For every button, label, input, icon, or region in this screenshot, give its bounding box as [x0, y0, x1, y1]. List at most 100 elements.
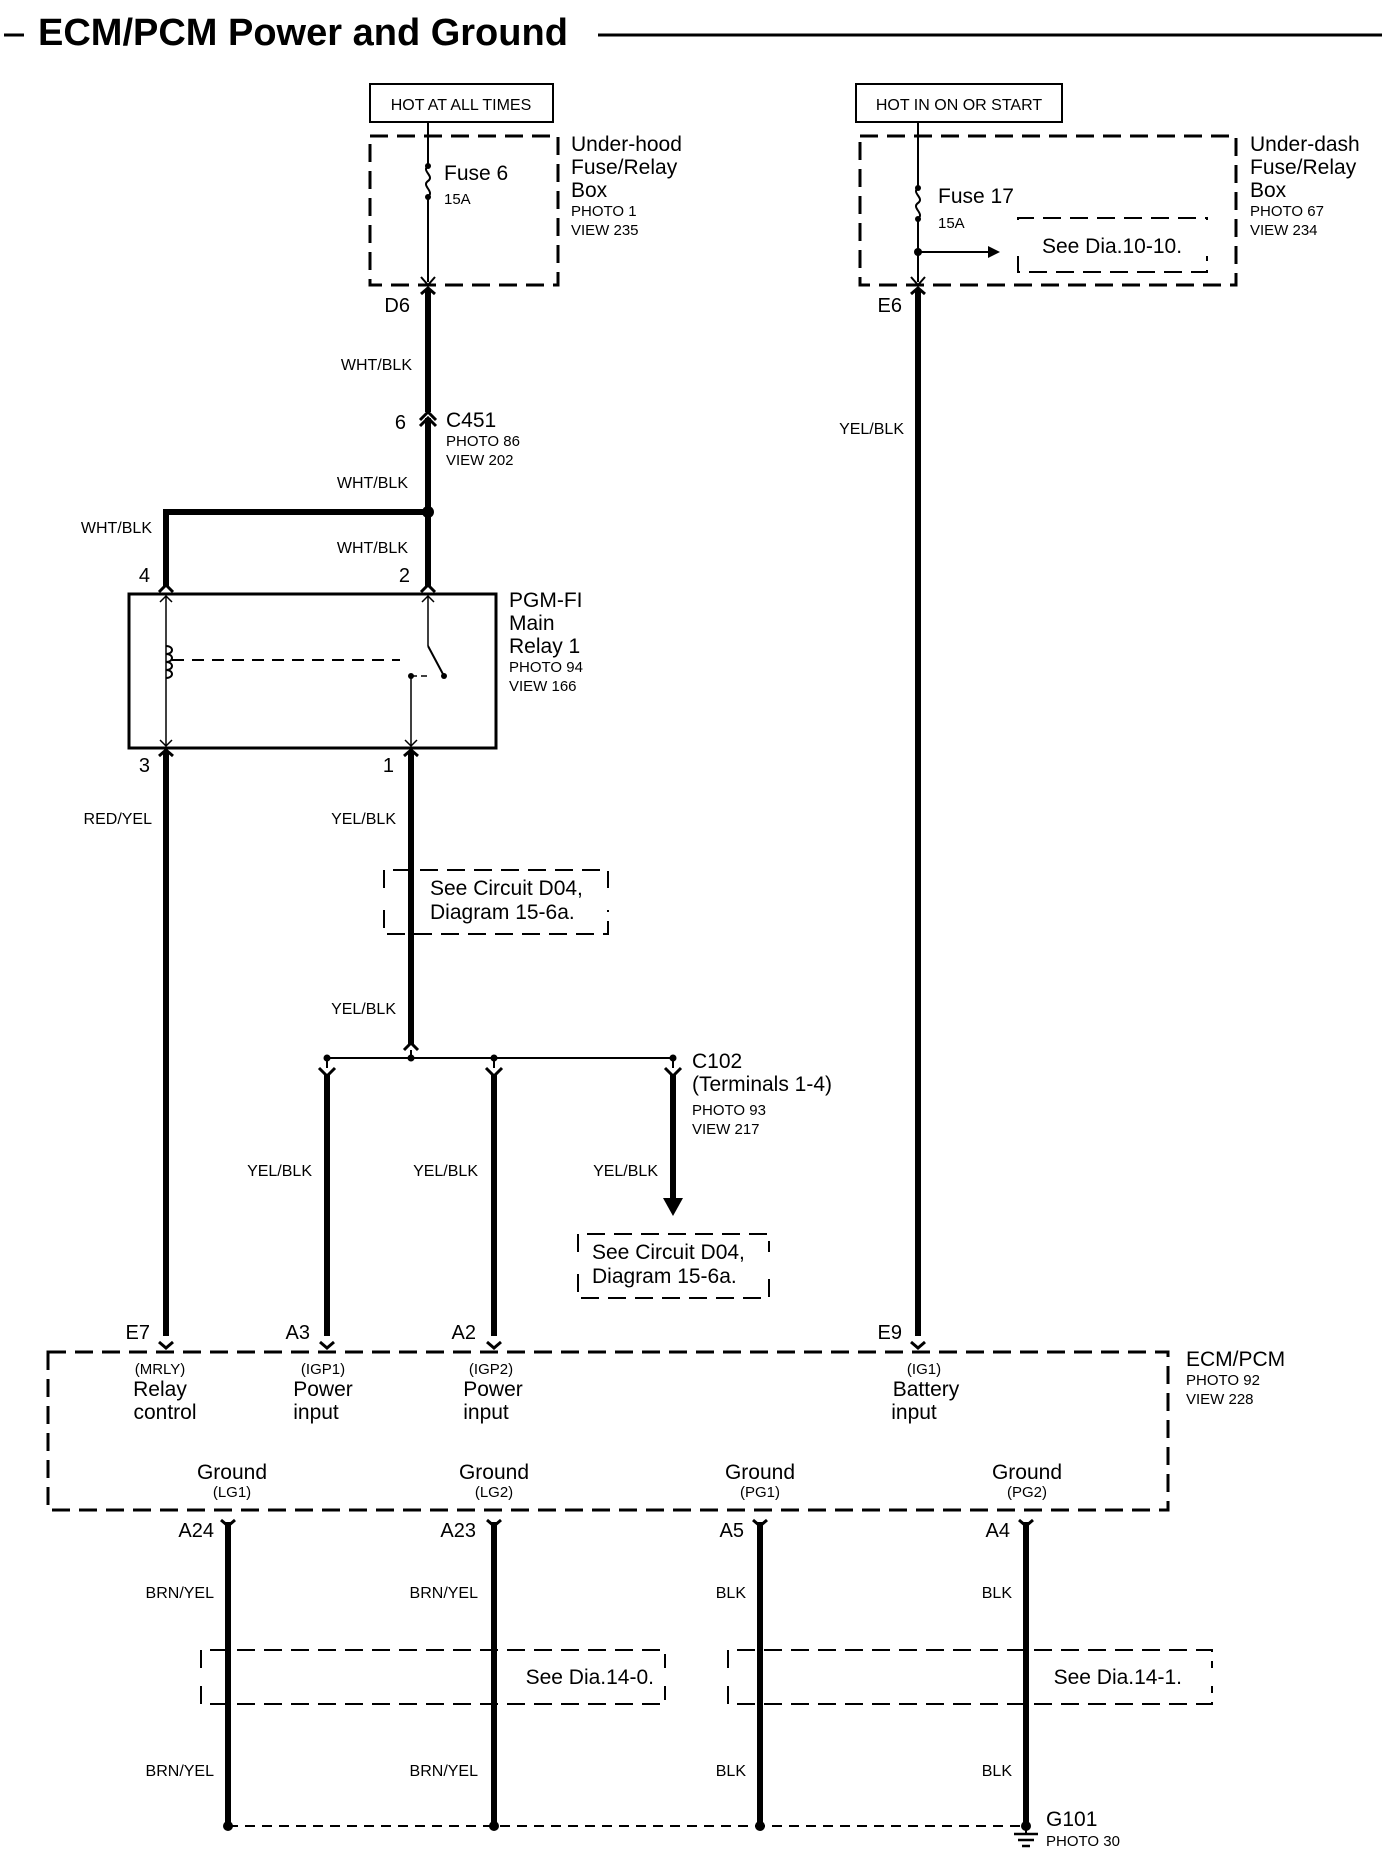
see-dia-10-10-box: [1017, 217, 1208, 273]
see-circuit-d04-2-line2: Diagram 15-6a.: [592, 1265, 737, 1288]
underhood-fuse-box: [368, 134, 560, 287]
ground-wire-pg1: [752, 1518, 768, 1831]
wire-label-yel-blk-4: YEL/BLK: [413, 1163, 478, 1180]
c451-photo: PHOTO 86: [446, 433, 520, 450]
wire-label-brn-yel-2: BRN/YEL: [410, 1585, 479, 1602]
ecm-pin-a23: A23: [440, 1520, 476, 1542]
c102-splice-icon: [317, 1040, 683, 1079]
relay-pin-4: 4: [139, 565, 150, 587]
hot-at-all-times-box: [369, 83, 554, 123]
underdash-box-photo: PHOTO 67: [1250, 203, 1324, 220]
hot-at-all-times-label: HOT AT ALL TIMES: [391, 97, 532, 114]
c102-photo: PHOTO 93: [692, 1102, 766, 1119]
relay-name-3: Relay 1: [509, 635, 580, 658]
ground-wire-lg1: [220, 1518, 236, 1831]
underhood-box-name-2: Fuse/Relay: [571, 156, 678, 179]
ecm-pin-a3: A3: [286, 1322, 310, 1344]
yel-blk-relay-out-wire: [403, 748, 419, 1045]
underhood-box-view: VIEW 235: [571, 222, 639, 239]
relay-name-1: PGM-FI: [509, 589, 583, 612]
wire-label-yel-blk-3: YEL/BLK: [247, 1163, 312, 1180]
relay-internal-icon: [159, 594, 447, 748]
relay-feed-junction: [157, 506, 437, 594]
wire-label-wht-blk-3: WHT/BLK: [81, 520, 152, 537]
ecm-ground-lg2-label: Ground: [459, 1461, 529, 1484]
see-dia-14-1-label: See Dia.14-1.: [1054, 1666, 1182, 1689]
hot-in-on-or-start-label: HOT IN ON OR START: [876, 97, 1042, 114]
ground-wire-pg2: [1018, 1518, 1034, 1831]
yel-blk-ig1-wire: [910, 286, 926, 1350]
ecm-label-battery: Battery: [893, 1378, 960, 1401]
ground-symbol-icon: [1014, 1826, 1038, 1848]
ecm-label-power-2: Power: [463, 1378, 523, 1401]
see-dia-10-10-label: See Dia.10-10.: [1042, 235, 1182, 258]
relay-pin-2: 2: [399, 565, 410, 587]
ecm-pcm-name: ECM/PCM: [1186, 1348, 1285, 1371]
c451-connector-icon: [418, 409, 438, 512]
relay-pin-1: 1: [383, 755, 394, 777]
see-circuit-d04-1-line1: See Circuit D04,: [430, 877, 583, 900]
fuse-6-icon: [420, 136, 436, 287]
see-circuit-d04-box-1: [383, 869, 609, 935]
wire-label-wht-blk-2: WHT/BLK: [337, 475, 408, 492]
wire-label-blk-4: BLK: [982, 1763, 1013, 1780]
see-dia-14-0-label: See Dia.14-0.: [526, 1666, 654, 1689]
see-dia-14-1-box: [727, 1649, 1213, 1705]
ecm-ground-pg2-label: Ground: [992, 1461, 1062, 1484]
underhood-box-name-3: Box: [571, 179, 608, 202]
relay-name-2: Main: [509, 612, 555, 635]
wire-label-yel-blk-1: YEL/BLK: [331, 811, 396, 828]
fuse-6-rating: 15A: [444, 191, 471, 208]
wire-label-red-yel: RED/YEL: [84, 811, 153, 828]
ecm-signal-ig1: (IG1): [907, 1361, 941, 1378]
c451-name: C451: [446, 409, 496, 432]
ecm-pin-a24: A24: [178, 1520, 214, 1542]
see-dia-14-0-box: [200, 1649, 666, 1705]
see-circuit-d04-box-2: [577, 1233, 770, 1299]
underdash-box-view: VIEW 234: [1250, 222, 1318, 239]
ecm-label-input-2: input: [463, 1401, 509, 1424]
ecm-pcm-box: [46, 1350, 1170, 1512]
wire-label-yel-blk-6: YEL/BLK: [839, 421, 904, 438]
hot-in-on-or-start-box: [855, 83, 1063, 123]
ecm-label-input-3: input: [891, 1401, 937, 1424]
wire-label-yel-blk-2: YEL/BLK: [331, 1001, 396, 1018]
ecm-pcm-photo: PHOTO 92: [1186, 1372, 1260, 1389]
ecm-ground-lg2-signal: (LG2): [475, 1484, 513, 1501]
wire-label-brn-yel-3: BRN/YEL: [146, 1763, 215, 1780]
wire-label-wht-blk-1: WHT/BLK: [341, 357, 412, 374]
ecm-label-relay: Relay: [133, 1378, 187, 1401]
ecm-signal-mrly: (MRLY): [135, 1361, 186, 1378]
ecm-pcm-view: VIEW 228: [1186, 1391, 1254, 1408]
wire-label-blk-1: BLK: [716, 1585, 747, 1602]
wire-label-brn-yel-1: BRN/YEL: [146, 1585, 215, 1602]
ecm-ground-lg1-label: Ground: [197, 1461, 267, 1484]
ecm-ground-lg1-signal: (LG1): [213, 1484, 251, 1501]
fuse-17-rating: 15A: [938, 215, 965, 232]
wire-label-brn-yel-4: BRN/YEL: [410, 1763, 479, 1780]
c102-view: VIEW 217: [692, 1121, 760, 1138]
ecm-label-input-1: input: [293, 1401, 339, 1424]
ecm-ground-pg2-signal: (PG2): [1007, 1484, 1047, 1501]
fuse-17-icon: [910, 136, 1000, 287]
ground-wire-lg2: [486, 1518, 502, 1831]
underdash-box-name-2: Fuse/Relay: [1250, 156, 1357, 179]
ecm-signal-igp2: (IGP2): [469, 1361, 513, 1378]
fuse-17-label: Fuse 17: [938, 185, 1014, 208]
c451-view: VIEW 202: [446, 452, 514, 469]
see-circuit-d04-1-line2: Diagram 15-6a.: [430, 901, 575, 924]
d6-wire: [420, 286, 436, 412]
c102-name: C102: [692, 1050, 742, 1073]
relay-photo: PHOTO 94: [509, 659, 583, 676]
underdash-box-name-3: Box: [1250, 179, 1287, 202]
page-title: ECM/PCM Power and Ground: [38, 12, 568, 54]
see-circuit-d04-2-line1: See Circuit D04,: [592, 1241, 745, 1264]
underdash-box-name-1: Under-dash: [1250, 133, 1360, 156]
terminal-e6: E6: [878, 295, 902, 317]
c451-pin: 6: [395, 412, 406, 434]
underhood-box-photo: PHOTO 1: [571, 203, 637, 220]
wire-label-blk-2: BLK: [982, 1585, 1013, 1602]
ecm-pin-e7: E7: [126, 1322, 150, 1344]
wire-label-wht-blk-4: WHT/BLK: [337, 540, 408, 557]
